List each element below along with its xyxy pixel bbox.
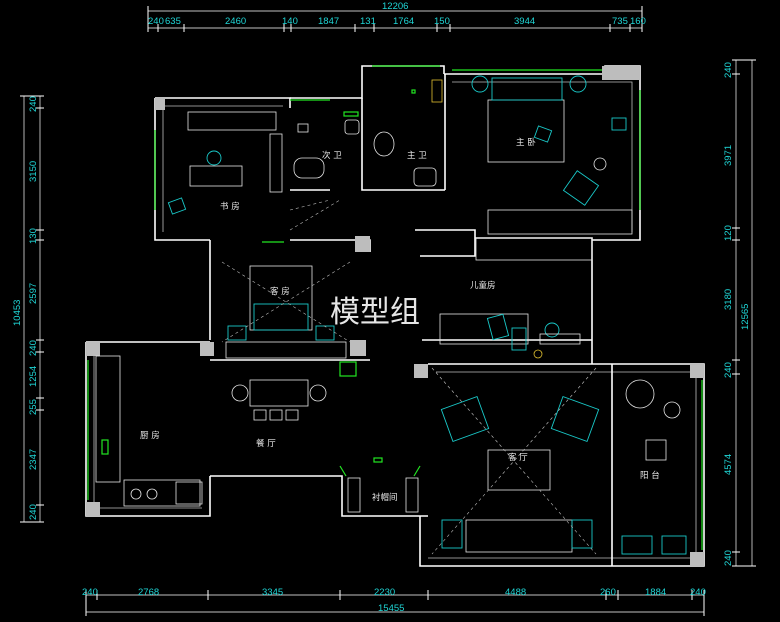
dim-right-5: 240 (723, 362, 734, 378)
dim-left-9: 240 (28, 504, 39, 520)
dim-top-11: 160 (630, 16, 646, 27)
room-label-living: 客 厅 (508, 452, 528, 463)
room-label-kids-room: 儿童房 (470, 280, 496, 291)
dim-right-1: 240 (723, 62, 734, 78)
dim-top-total: 12206 (382, 1, 408, 12)
dim-top-7: 1764 (393, 16, 414, 27)
dim-bottom-3: 3345 (262, 587, 283, 598)
room-label-study: 书 房 (220, 201, 240, 212)
dim-left-5: 240 (28, 340, 39, 356)
balcony-furniture (621, 379, 687, 555)
dimension-top: 12206 240 635 2460 140 1847 131 1764 150… (147, 1, 646, 32)
dim-bottom-4: 2230 (374, 587, 395, 598)
room-label-second-bath: 次 卫 (322, 150, 342, 161)
dim-top-5: 1847 (318, 16, 339, 27)
dim-right-2: 3971 (723, 145, 734, 166)
dim-top-8: 150 (434, 16, 450, 27)
bath-fixtures (293, 79, 443, 187)
dim-bottom-2: 2768 (138, 587, 159, 598)
dim-top-3: 2460 (225, 16, 246, 27)
dimension-left: 10453 240 3150 130 2597 240 1254 255 234… (12, 95, 44, 523)
kitchen-furniture (95, 355, 203, 507)
dining-furniture (231, 361, 357, 421)
dim-right-total: 12565 (740, 304, 751, 330)
room-label-dining: 餐 厅 (256, 439, 276, 449)
dim-bottom-5: 4488 (505, 587, 526, 598)
kids-room-furniture (439, 237, 593, 359)
dim-top-6: 131 (360, 16, 376, 27)
dim-right-6: 4574 (723, 454, 734, 475)
dim-left-3: 130 (28, 228, 39, 244)
dim-top-1: 240 (148, 16, 164, 27)
dim-top-2: 635 (165, 16, 181, 27)
cloakroom-furniture (339, 457, 421, 513)
study-furniture (167, 111, 341, 231)
dim-left-4: 2597 (28, 283, 39, 304)
dimension-bottom: 240 2768 3345 2230 4488 260 1884 240 154… (82, 587, 706, 616)
master-bedroom-furniture (471, 75, 633, 235)
dim-right-3: 120 (723, 225, 734, 241)
dim-bottom-1: 240 (82, 587, 98, 598)
windows (87, 65, 703, 550)
dim-left-total: 10453 (12, 300, 23, 326)
room-label-master-bath: 主 卫 (407, 150, 427, 161)
room-label-guest-room: 客 房 (270, 286, 290, 297)
dim-right-7: 240 (723, 550, 734, 566)
dim-top-9: 3944 (514, 16, 535, 27)
dim-top-4: 140 (282, 16, 298, 27)
dim-bottom-6: 260 (600, 587, 616, 598)
dimension-right: 12565 240 3971 120 3180 240 4574 240 (723, 59, 756, 567)
dim-bottom-total: 15455 (378, 603, 404, 614)
dim-left-6: 1254 (28, 366, 39, 387)
guest-room-furniture (221, 261, 351, 359)
room-label-cloakroom: 衬帽间 (372, 492, 398, 503)
living-furniture (431, 367, 600, 555)
dim-left-7: 255 (28, 399, 39, 415)
dim-bottom-8: 240 (690, 587, 706, 598)
dim-bottom-7: 1884 (645, 587, 666, 598)
dim-right-4: 3180 (723, 289, 734, 310)
room-label-kitchen: 厨 房 (140, 430, 160, 441)
watermark-text: 模型组 (330, 295, 420, 330)
dim-left-2: 3150 (28, 161, 39, 182)
dim-top-10: 735 (612, 16, 628, 27)
room-label-balcony: 阳 台 (640, 470, 660, 481)
room-labels: 书 房 次 卫 主 卫 主 卧 客 房 儿童房 厨 房 餐 厅 衬帽间 客 厅 … (140, 137, 660, 503)
dim-left-1: 240 (28, 96, 39, 112)
room-label-master-bedroom: 主 卧 (516, 137, 536, 148)
dim-left-8: 2347 (28, 449, 39, 470)
